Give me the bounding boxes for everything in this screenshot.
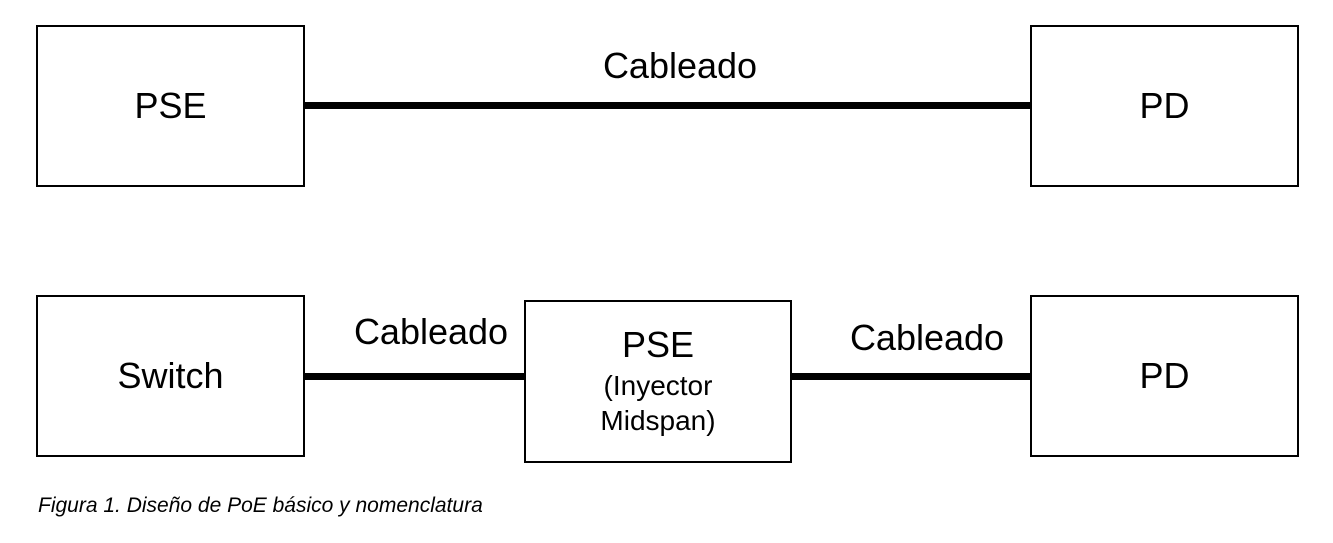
pd-box-label: PD [1139,355,1190,397]
figure-caption: Figura 1. Diseño de PoE básico y nomencl… [38,494,483,517]
pd-box-row1: PD [1030,25,1299,187]
pd-box-row2: PD [1030,295,1299,457]
midspan-box-subtitle-line2: Midspan) [600,405,716,437]
midspan-injector-box: PSE (Inyector Midspan) [524,300,792,463]
switch-box: Switch [36,295,305,457]
pd-box-label: PD [1139,85,1190,127]
midspan-box-title: PSE [621,323,695,365]
switch-box-label: Switch [117,355,224,397]
cable-switch-to-midspan [304,373,525,380]
cable-midspan-to-pd [791,373,1032,380]
cable-label-left: Cableado [353,311,509,352]
cable-label-row1: Cableado [602,45,758,86]
pse-box-label: PSE [134,85,207,127]
pse-box: PSE [36,25,305,187]
cable-row1 [304,102,1032,109]
midspan-box-subtitle-line1: (Inyector [603,370,713,402]
cable-label-right: Cableado [849,317,1005,358]
